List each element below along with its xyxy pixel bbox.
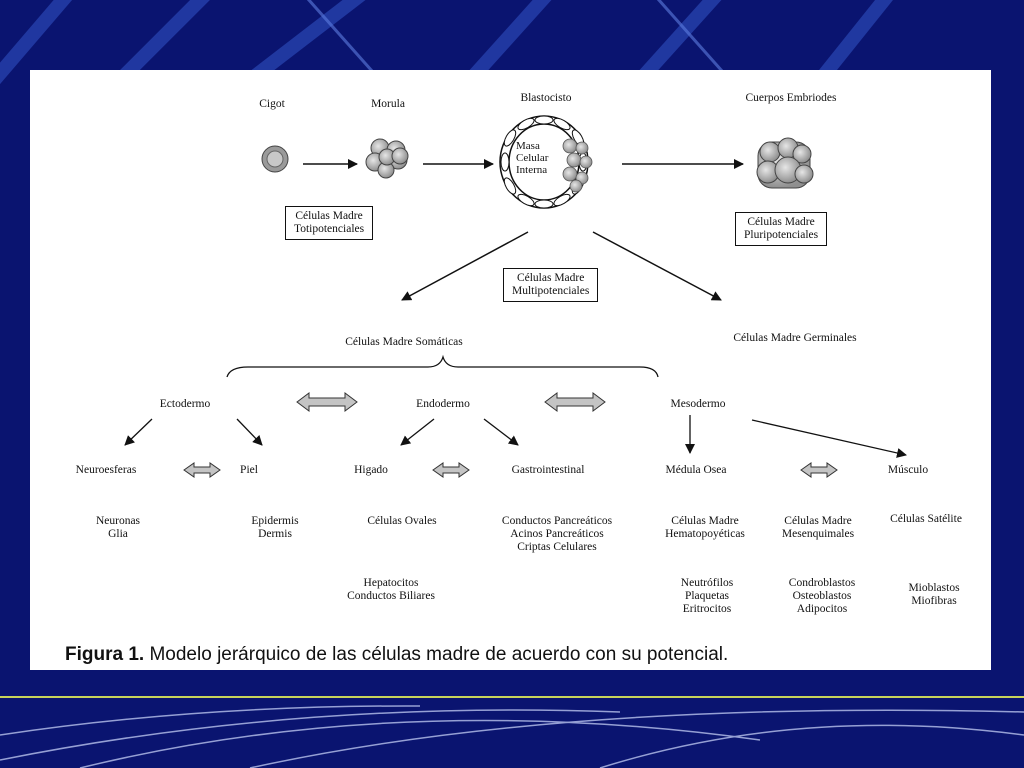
label-germinales: Células Madre Germinales [733,332,857,344]
label-cuerpos-embrioides: Cuerpos Embriodes [745,92,837,104]
label-hematopoyeticas: Células Madre Hematopoyéticas [665,515,745,540]
label-musculo: Músculo [887,464,929,476]
label-condroblastos: Condroblastos Osteoblastos Adipocitos [788,577,856,615]
label-hepatocitos: Hepatocitos Conductos Biliares [347,577,435,602]
arrow-ecto-piel [236,418,263,446]
arrow-endo-higado [400,418,435,446]
figure-caption: Figura 1. Modelo jerárquico de las célul… [65,644,728,666]
label-mesodermo: Mesodermo [670,398,726,410]
caption-text: Modelo jerárquico de las células madre d… [149,644,729,665]
label-blastocisto: Blastocisto [520,92,572,104]
arrow-ecto-neuro [124,418,153,446]
label-ectodermo: Ectodermo [159,398,211,410]
stem-cell-hierarchy-diagram [124,115,907,478]
label-celulas-ovales: Células Ovales [367,515,437,527]
label-neuroesferas: Neuroesferas [75,464,137,476]
label-mioblastos: Mioblastos Miofibras [908,582,960,607]
cuerpos-embrioides-icon [756,137,814,189]
label-morula: Morula [371,98,405,110]
double-arrow-medula-musculo [800,462,838,478]
label-higado: Higado [354,464,388,476]
double-arrow-neuro-piel [183,462,221,478]
label-masa-celular-interna: Masa Celular Interna [516,140,549,176]
arrow-meso-musculo [751,419,907,458]
label-neuronas-glia: Neuronas Glia [95,515,141,540]
arrow-to-germinales [592,231,722,301]
cigot-cell-icon [261,145,289,173]
double-arrow-ecto-endo [296,392,358,412]
label-gastrointestinal: Gastrointestinal [511,464,585,476]
label-neutrofilos: Neutrófilos Plaquetas Eritrocitos [680,577,734,615]
double-arrow-higado-gastro [432,462,470,478]
label-cigot: Cigot [259,98,285,110]
figure-panel: Cigot Morula Blastocisto Cuerpos Embriod… [30,70,991,670]
box-totipotenciales: Células Madre Totipotenciales [285,206,374,240]
morula-icon [365,138,409,179]
label-epidermis-dermis: Epidermis Dermis [251,515,299,540]
blastocisto-icon [499,115,593,209]
double-arrow-endo-meso [544,392,606,412]
label-pancreas-criptas: Conductos Pancreáticos Acinos Pancreátic… [501,515,613,553]
somaticas-brace [226,354,659,378]
arrow-to-somaticas [401,231,529,301]
label-somaticas: Células Madre Somáticas [345,336,463,348]
box-pluripotenciales: Células Madre Pluripotenciales [735,212,828,246]
label-celulas-satelite: Células Satélite [890,513,962,525]
label-piel: Piel [240,464,258,476]
label-endodermo: Endodermo [416,398,470,410]
label-medula-osea: Médula Osea [665,464,727,476]
arrow-endo-gastro [483,418,519,446]
caption-label: Figura 1. [65,644,145,665]
box-multipotenciales: Células Madre Multipotenciales [503,268,599,302]
label-mesenquimales: Células Madre Mesenquimales [781,515,855,540]
